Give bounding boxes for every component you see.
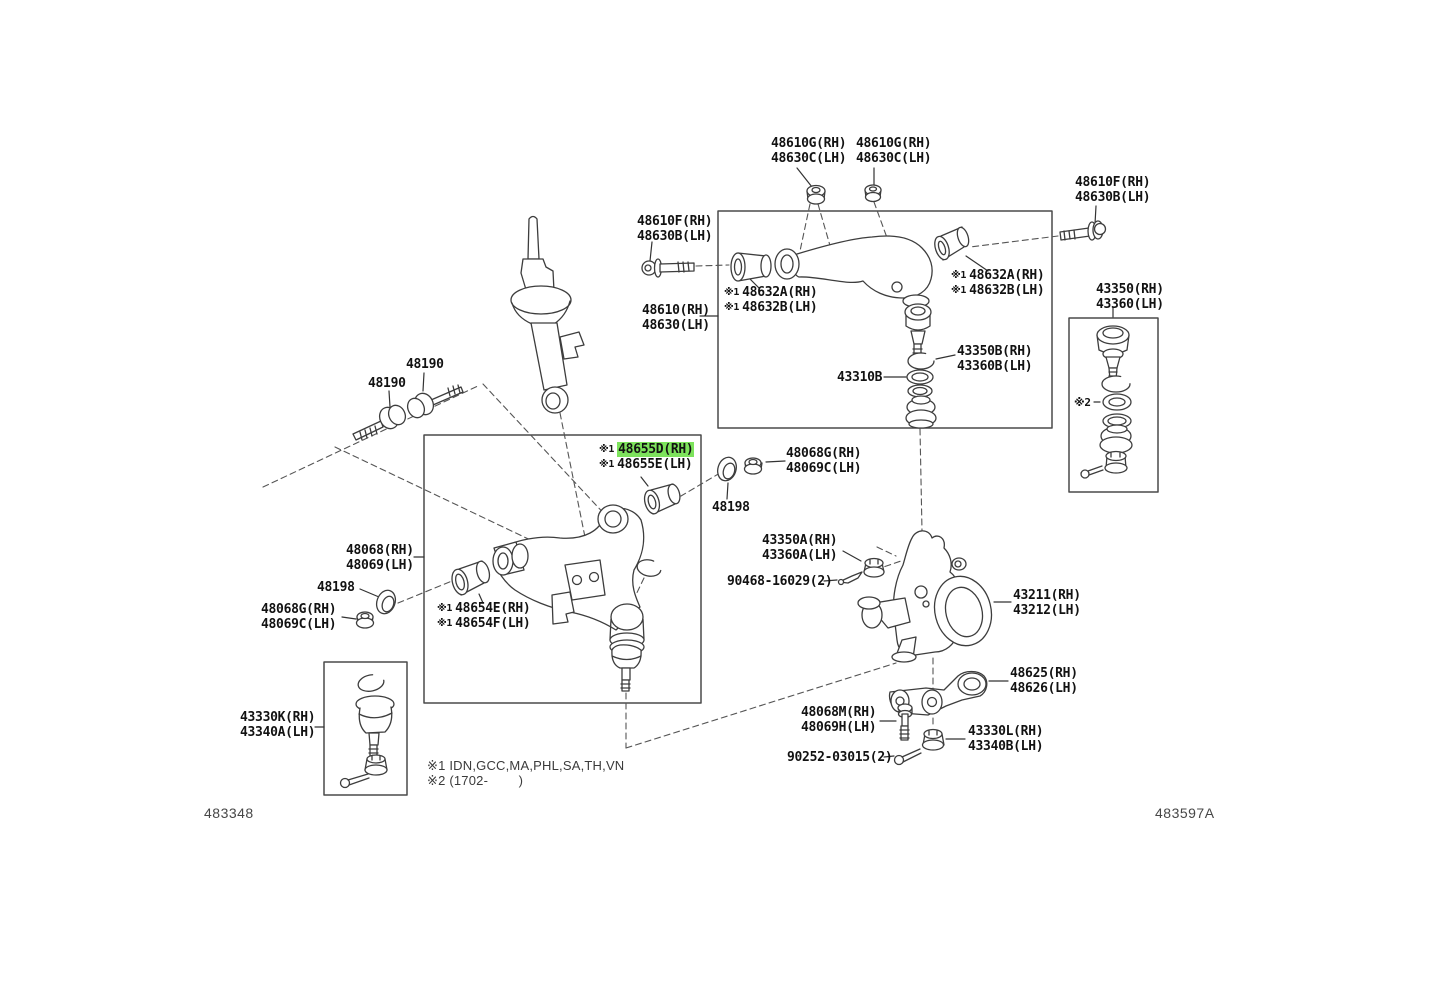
- upper-arm-box: [717, 210, 1053, 429]
- reference-mark: ※1: [437, 617, 453, 629]
- reference-mark: ※1: [599, 444, 615, 455]
- knuckle-arm-48625: [888, 670, 988, 716]
- ball-joint-kit-43350: [1080, 325, 1133, 479]
- part-label-48198-right[interactable]: 48198: [712, 500, 750, 515]
- washer-48198-right: [717, 456, 737, 482]
- castle-nut-43350A: [863, 557, 885, 578]
- part-label-43330L-43340B[interactable]: 43330L(RH) 43340B(LH): [968, 724, 1044, 754]
- lower-control-arm: [492, 504, 645, 655]
- pivot-bolt-48190-right: [406, 384, 464, 419]
- bolt-48068M: [897, 703, 913, 741]
- part-label-48610G-48630C-a[interactable]: 48610G(RH) 48630C(LH): [771, 136, 847, 166]
- ball-joint-kit-43330K: [339, 674, 395, 789]
- bushing-48632A-left: [730, 252, 772, 282]
- flange-nut-48610G-a: [806, 184, 826, 205]
- lower-ball-joint: [611, 644, 642, 692]
- part-label-48068M-48069H[interactable]: 48068M(RH) 48069H(LH): [801, 705, 877, 735]
- reference-mark-star2: ※2: [1074, 396, 1091, 409]
- shock-absorber: [510, 215, 585, 414]
- washer-48198-left: [375, 589, 397, 615]
- part-label-48610-48630[interactable]: 48610(RH) 48630(LH): [642, 303, 710, 333]
- part-label-43310B[interactable]: 43310B: [837, 370, 883, 385]
- pivot-bolt-48190-left: [352, 404, 407, 441]
- steering-knuckle: [857, 530, 993, 663]
- reference-mark: ※1: [437, 603, 453, 614]
- reference-mark: ※1: [599, 458, 615, 470]
- part-label-43350-43360[interactable]: 43350(RH) 43360(LH): [1096, 282, 1164, 312]
- part-label-48068G-48069C-left[interactable]: 48068G(RH) 48069C(LH): [261, 602, 337, 632]
- part-label-90468-16029[interactable]: 90468-16029(2): [727, 574, 833, 589]
- assembly-dashed-lines: [262, 201, 1059, 749]
- label-leader-lines: [314, 167, 1114, 758]
- nut-48068G-right: [743, 457, 763, 475]
- lower-arm-box: [423, 434, 702, 704]
- bushing-48655D: [643, 483, 681, 515]
- reference-mark: ※1: [724, 301, 740, 313]
- part-label-43350B-43360B[interactable]: 43350B(RH) 43360B(LH): [957, 344, 1033, 374]
- upper-ball-joint-stack: [904, 303, 937, 429]
- part-label-48610G-48630C-b[interactable]: 48610G(RH) 48630C(LH): [856, 136, 932, 166]
- part-label-48190-a[interactable]: 48190: [406, 357, 444, 372]
- nut-48068G-left: [355, 611, 375, 629]
- flange-nut-48610G-b: [864, 184, 882, 203]
- part-label-48625-48626[interactable]: 48625(RH) 48626(LH): [1010, 666, 1078, 696]
- cotter-pin-90252: [893, 748, 922, 766]
- part-label-43330K-43340A[interactable]: 43330K(RH) 43340A(LH): [240, 710, 316, 740]
- footnote-production-date: ※2 (1702- ): [427, 773, 524, 788]
- clip-90468: [837, 571, 863, 586]
- bushing-48654E: [451, 560, 491, 596]
- bushing-48632A-right: [934, 226, 970, 261]
- part-label-48190-b[interactable]: 48190: [368, 376, 406, 391]
- snap-ring-lower: [636, 559, 662, 577]
- part-label-48610F-48630B-left[interactable]: 48610F(RH) 48630B(LH): [637, 214, 713, 244]
- ball-joint-kit-box-left: [323, 661, 408, 796]
- cam-bolt-48610F-right: [1059, 220, 1107, 241]
- part-label-43350A-43360A[interactable]: 43350A(RH) 43360A(LH): [762, 533, 838, 563]
- reference-mark: ※1: [951, 270, 967, 281]
- part-label-90252-03015[interactable]: 90252-03015(2): [787, 750, 893, 765]
- footnote-region-applicability: ※1 IDN,GCC,MA,PHL,SA,TH,VN: [427, 758, 625, 773]
- drawing-number-left: 483348: [204, 805, 254, 821]
- upper-control-arm: [774, 235, 933, 308]
- part-label-48068G-48069C-right[interactable]: 48068G(RH) 48069C(LH): [786, 446, 862, 476]
- highlighted-part-number: 48655D(RH): [617, 442, 695, 457]
- reference-mark: ※1: [724, 287, 740, 298]
- part-label-48610F-48630B-right[interactable]: 48610F(RH) 48630B(LH): [1075, 175, 1151, 205]
- drawing-number-right: 483597A: [1155, 805, 1215, 821]
- reference-mark: ※1: [951, 284, 967, 296]
- ball-joint-kit-box-right: [1068, 317, 1159, 493]
- cam-bolt-48610F-left: [641, 258, 695, 278]
- part-label-48198-left[interactable]: 48198: [317, 580, 355, 595]
- part-label-43211-43212[interactable]: 43211(RH) 43212(LH): [1013, 588, 1081, 618]
- part-label-48068-48069[interactable]: 48068(RH) 48069(LH): [346, 543, 414, 573]
- castle-nut-43330L: [921, 728, 945, 751]
